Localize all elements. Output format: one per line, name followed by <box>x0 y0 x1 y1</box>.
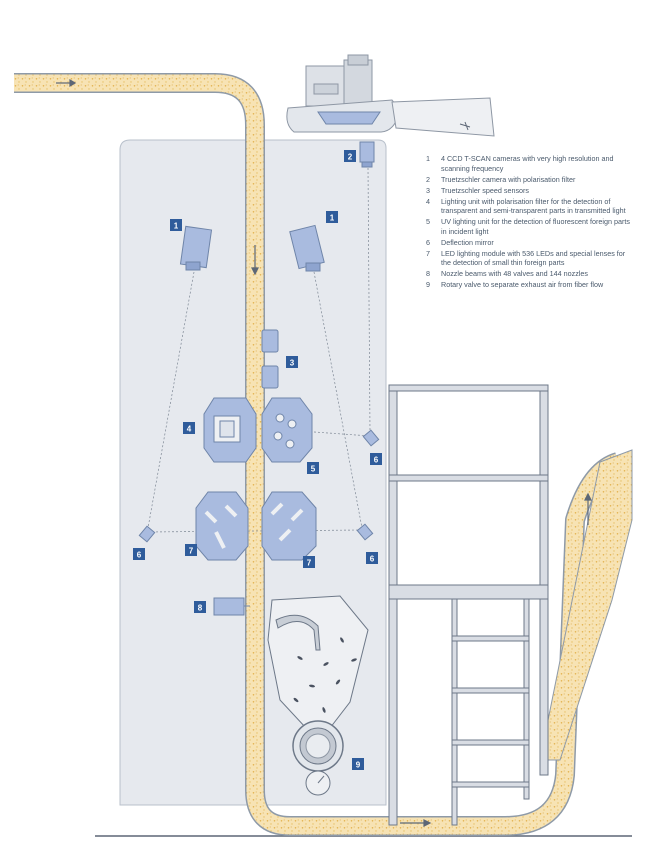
led-module-left-icon <box>195 491 249 561</box>
deflection-mirror-icon <box>138 429 380 543</box>
legend-number: 3 <box>426 185 430 195</box>
callout-badge: 6 <box>366 552 378 564</box>
callout-label: 1 <box>174 222 179 231</box>
legend-text: Lighting unit with polarisation filter f… <box>441 196 626 216</box>
callout-label: 5 <box>311 465 316 474</box>
callout-label: 4 <box>187 425 192 434</box>
legend-text: Rotary valve to separate exhaust air fro… <box>441 280 604 290</box>
rotary-valve-icon <box>292 720 344 796</box>
component-legend: 1 4 CCD T-SCAN cameras with very high res… <box>426 154 636 291</box>
uv-lighting-unit-5-icon <box>261 397 313 463</box>
camera-2-icon <box>359 141 375 168</box>
legend-text: Nozzle beams with 48 valves and 144 nozz… <box>441 269 589 279</box>
legend-item: 9 Rotary valve to separate exhaust air fr… <box>426 280 636 290</box>
camera-1-right-icon <box>289 224 325 272</box>
legend-number: 8 <box>426 269 430 279</box>
legend-item: 8 Nozzle beams with 48 valves and 144 noz… <box>426 269 636 279</box>
exhaust-fan-unit <box>286 54 495 137</box>
legend-number: 5 <box>426 217 430 227</box>
legend-item: 1 4 CCD T-SCAN cameras with very high res… <box>426 154 636 173</box>
legend-item: 4 Lighting unit with polarisation filter … <box>426 197 636 216</box>
callout-label: 7 <box>307 559 312 568</box>
camera-1-left-icon <box>179 225 213 271</box>
legend-number: 6 <box>426 237 430 247</box>
legend-number: 4 <box>426 196 430 206</box>
callout-badge: 1 <box>326 211 338 223</box>
callout-badge: 7 <box>185 544 197 556</box>
legend-text: UV lighting unit for the detection of fl… <box>441 217 630 236</box>
callout-badge: 6 <box>370 453 382 465</box>
legend-item: 2 Truetzschler camera with polarisation f… <box>426 175 636 185</box>
legend-number: 2 <box>426 174 430 184</box>
legend-number: 7 <box>426 248 430 258</box>
callout-badge: 8 <box>194 601 206 613</box>
callout-badge: 6 <box>133 548 145 560</box>
callout-badge: 4 <box>183 422 195 434</box>
legend-number: 9 <box>426 280 430 290</box>
legend-number: 1 <box>426 154 430 163</box>
legend-text: Truetzschler speed sensors <box>441 185 530 195</box>
callout-badge: 9 <box>352 758 364 770</box>
tower-structure <box>388 384 549 826</box>
callout-label: 7 <box>189 547 194 556</box>
led-module-right-icon <box>261 491 317 561</box>
legend-item: 7 LED lighting module with 536 LEDs and s… <box>426 249 636 268</box>
callout-label: 6 <box>374 456 379 465</box>
legend-item: 5 UV lighting unit for the detection of f… <box>426 217 636 236</box>
callout-label: 2 <box>348 153 353 162</box>
nozzle-beam-icon <box>213 597 245 616</box>
beam-camera-2 <box>367 167 371 433</box>
speed-sensor-icon <box>261 329 279 389</box>
callout-badge: 3 <box>286 356 298 368</box>
callout-label: 3 <box>290 359 295 368</box>
callout-badge: 7 <box>303 556 315 568</box>
callout-badge: 1 <box>170 219 182 231</box>
callout-label: 9 <box>356 761 361 770</box>
callout-badge: 5 <box>307 462 319 474</box>
legend-item: 6 Deflection mirror <box>426 238 636 248</box>
legend-text: Truetzschler camera with polarisation fi… <box>441 174 576 184</box>
callout-label: 6 <box>137 551 142 560</box>
legend-text: Deflection mirror <box>441 237 494 247</box>
optical-beams <box>147 271 371 533</box>
flow-arrow-icon <box>56 78 592 827</box>
legend-item: 3 Truetzschler speed sensors <box>426 186 636 196</box>
callout-label: 6 <box>370 555 375 564</box>
lighting-unit-4-icon <box>203 397 257 463</box>
legend-text: 4 CCD T-SCAN cameras with very high reso… <box>441 154 614 173</box>
callout-label: 1 <box>330 214 335 223</box>
callout-label: 8 <box>198 604 203 613</box>
callout-badge: 2 <box>344 150 356 162</box>
legend-text: LED lighting module with 536 LEDs and sp… <box>441 248 626 268</box>
